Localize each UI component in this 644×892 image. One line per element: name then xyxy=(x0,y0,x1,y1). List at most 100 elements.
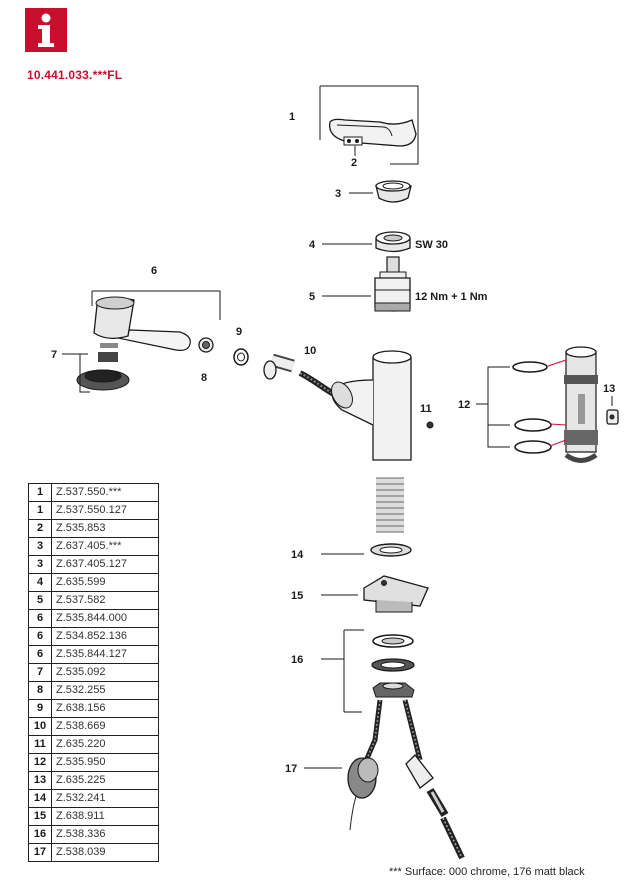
part-position: 1 xyxy=(28,501,52,520)
part-position: 6 xyxy=(28,609,52,628)
part-position: 12 xyxy=(28,753,52,772)
part-number: Z.535.092 xyxy=(51,663,159,682)
part-number: Z.532.255 xyxy=(51,681,159,700)
part-number: Z.635.225 xyxy=(51,771,159,790)
part-position: 7 xyxy=(28,663,52,682)
part-number: Z.537.550.127 xyxy=(51,501,159,520)
cartridge xyxy=(322,256,411,312)
callout-3: 3 xyxy=(335,188,341,200)
part-number: Z.535.853 xyxy=(51,519,159,538)
part-number: Z.638.911 xyxy=(51,807,159,826)
callout-14: 14 xyxy=(291,549,304,561)
threaded-shank xyxy=(376,477,404,533)
part-position: 15 xyxy=(28,807,52,826)
callout-12: 12 xyxy=(458,399,470,411)
part-number: Z.637.405.127 xyxy=(51,555,159,574)
part-number: Z.535.950 xyxy=(51,753,159,772)
part-number: Z.637.405.*** xyxy=(51,537,159,556)
model-number: 10.441.033.***FL xyxy=(27,68,123,82)
callout-2: 2 xyxy=(351,157,357,169)
part-position: 16 xyxy=(28,825,52,844)
washer xyxy=(233,348,249,366)
part-position: 1 xyxy=(28,483,52,502)
part-position: 5 xyxy=(28,591,52,610)
part-number: Z.538.039 xyxy=(51,843,159,862)
part-position: 9 xyxy=(28,699,52,718)
gasket xyxy=(321,543,412,557)
grub-screw xyxy=(426,421,434,429)
part-position: 6 xyxy=(28,627,52,646)
info-icon xyxy=(25,8,67,52)
part-number: Z.538.669 xyxy=(51,717,159,736)
part-number: Z.537.550.*** xyxy=(51,483,159,502)
callout-5: 5 xyxy=(309,291,315,303)
part-number: Z.537.582 xyxy=(51,591,159,610)
part-number: Z.635.220 xyxy=(51,735,159,754)
o-rings xyxy=(476,359,567,454)
callout-7: 7 xyxy=(51,349,57,361)
fixing-set xyxy=(321,629,415,713)
callout-1: 1 xyxy=(289,111,295,123)
callout-8: 8 xyxy=(201,372,207,384)
callout-13: 13 xyxy=(603,383,615,395)
part-number: Z.638.156 xyxy=(51,699,159,718)
part-position: 2 xyxy=(28,519,52,538)
callout-9: 9 xyxy=(236,326,242,338)
part-number: Z.532.241 xyxy=(51,789,159,808)
part-number: Z.535.844.127 xyxy=(51,645,159,664)
part-number: Z.538.336 xyxy=(51,825,159,844)
callout-10: 10 xyxy=(304,345,316,357)
torque-value: 12 Nm + 1 Nm xyxy=(415,291,488,303)
part-number: Z.635.599 xyxy=(51,573,159,592)
support-plate xyxy=(321,575,429,613)
spray-head xyxy=(62,290,221,393)
part-position: 3 xyxy=(28,537,52,556)
clip xyxy=(606,396,619,425)
part-position: 13 xyxy=(28,771,52,790)
part-number: Z.535.844.000 xyxy=(51,609,159,628)
surface-footnote: *** Surface: 000 chrome, 176 matt black xyxy=(389,866,585,878)
callout-11: 11 xyxy=(420,403,432,415)
callout-6: 6 xyxy=(151,265,157,277)
fixing-nut xyxy=(322,231,411,253)
callout-15: 15 xyxy=(291,590,303,602)
part-number: Z.534.852.136 xyxy=(51,627,159,646)
part-position: 3 xyxy=(28,555,52,574)
part-position: 14 xyxy=(28,789,52,808)
spout-hose xyxy=(263,353,346,401)
part-position: 17 xyxy=(28,843,52,862)
callout-4: 4 xyxy=(309,239,316,251)
part-position: 6 xyxy=(28,645,52,664)
supply-hoses xyxy=(304,699,465,860)
lever-handle xyxy=(319,85,419,165)
info-glyph xyxy=(38,13,54,47)
wrench-size: SW 30 xyxy=(415,239,448,251)
callout-16: 16 xyxy=(291,654,303,666)
mixer-body xyxy=(331,350,412,461)
part-position: 8 xyxy=(28,681,52,700)
part-position: 10 xyxy=(28,717,52,736)
part-position: 4 xyxy=(28,573,52,592)
